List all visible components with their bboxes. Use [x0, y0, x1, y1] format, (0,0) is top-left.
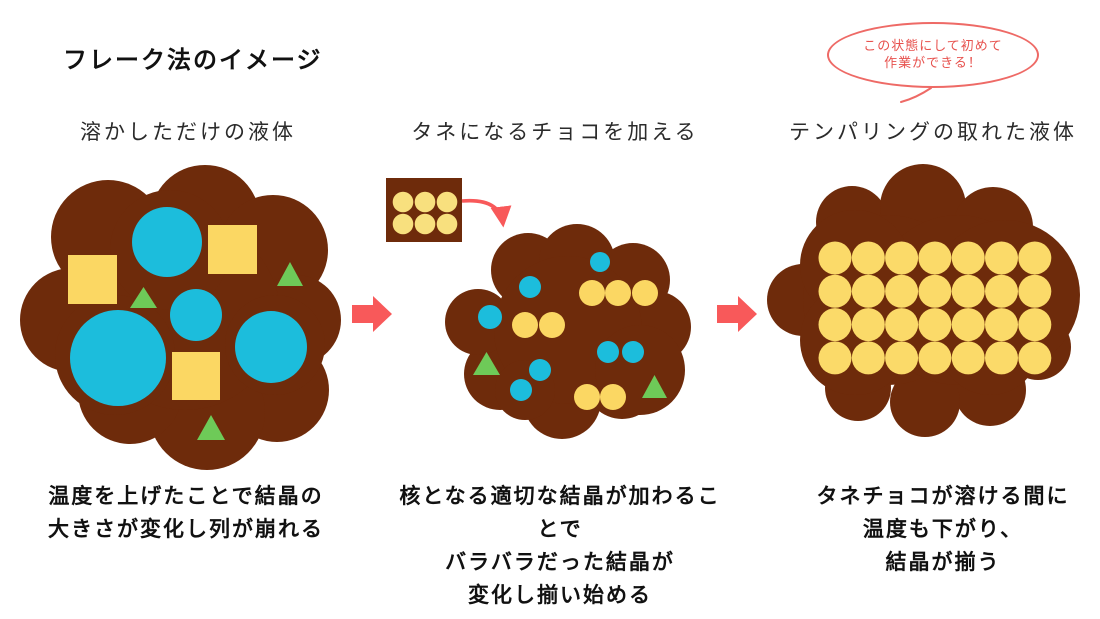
- seed-crystal-circle: [392, 191, 414, 213]
- unstable-crystal-circle: [170, 289, 222, 341]
- pour-arrow: [461, 198, 512, 228]
- stable-crystal-circle: [574, 384, 600, 410]
- aligned-crystal-circle: [918, 241, 952, 275]
- unstable-crystal-circle: [132, 207, 202, 277]
- melted-liquid-blob: [20, 165, 341, 470]
- flow-arrow: [352, 296, 392, 332]
- step3-header: テンパリングの取れた液体: [789, 120, 1077, 144]
- cloud-lobe: [890, 367, 960, 437]
- aligned-crystal-circle: [885, 341, 919, 375]
- unstable-crystal-circle: [510, 379, 532, 401]
- aligned-crystal-circle: [851, 274, 885, 308]
- seeded-liquid-blob: [445, 224, 691, 439]
- aligned-crystal-circle: [851, 241, 885, 275]
- stable-crystal-circle: [579, 280, 605, 306]
- aligned-crystal-circle: [985, 241, 1018, 275]
- seed-crystal-circle: [392, 213, 414, 235]
- seed-crystal-circle: [414, 213, 436, 235]
- aligned-crystal-circle: [818, 241, 852, 275]
- aligned-crystal-circle: [1018, 308, 1052, 342]
- crystal-triangle: [473, 352, 500, 375]
- aligned-crystal-circle: [985, 274, 1018, 308]
- aligned-crystal-circle: [818, 341, 852, 375]
- stable-crystal-circle: [605, 280, 631, 306]
- aligned-crystal-circle: [851, 308, 885, 342]
- aligned-crystal-circle: [885, 308, 919, 342]
- unstable-crystal-circle: [590, 252, 610, 272]
- stable-crystal-circle: [539, 312, 565, 338]
- unstable-crystal-circle: [597, 341, 619, 363]
- seed-crystal-circle: [436, 191, 458, 213]
- aligned-crystal-circle: [951, 274, 985, 308]
- aligned-crystal-circle: [1018, 341, 1052, 375]
- crystal-triangle: [130, 287, 157, 308]
- seed-crystal-circle: [414, 191, 436, 213]
- aligned-crystal-circle: [885, 274, 919, 308]
- unstable-crystal-circle: [519, 276, 541, 298]
- seed-crystal-circle: [436, 213, 458, 235]
- aligned-crystal-circle: [951, 241, 985, 275]
- crystal-square: [208, 225, 257, 274]
- step1-header: 溶かしただけの液体: [80, 120, 296, 144]
- stable-crystal-circle: [512, 312, 538, 338]
- aligned-crystal-circle: [918, 308, 952, 342]
- unstable-crystal-circle: [529, 359, 551, 381]
- aligned-crystal-circle: [951, 308, 985, 342]
- page-title: フレーク法のイメージ: [63, 46, 323, 74]
- aligned-crystal-circle: [851, 341, 885, 375]
- speech-bubble-tail: [900, 87, 932, 103]
- unstable-crystal-circle: [70, 310, 166, 406]
- aligned-crystal-circle: [818, 308, 852, 342]
- stable-crystal-circle: [600, 384, 626, 410]
- aligned-crystal-circle: [1018, 274, 1052, 308]
- seed-chocolate-box: [386, 178, 462, 242]
- aligned-crystal-circle: [918, 274, 952, 308]
- flow-arrow: [717, 296, 757, 332]
- step2-header: タネになるチョコを加える: [411, 120, 699, 144]
- step3-caption: タネチョコが溶ける間に 温度も下がり、 結晶が揃う: [816, 484, 1070, 574]
- tempered-liquid-blob: [767, 164, 1080, 437]
- speech-bubble: この状態にして初めて 作業ができる！: [827, 22, 1039, 88]
- crystal-triangle: [642, 375, 667, 398]
- aligned-crystal-circle: [918, 341, 952, 375]
- crystal-triangle: [277, 262, 303, 286]
- aligned-crystal-circle: [818, 274, 852, 308]
- crystal-square: [172, 352, 220, 400]
- unstable-crystal-circle: [478, 305, 502, 329]
- aligned-crystal-circle: [1018, 241, 1052, 275]
- crystal-triangle: [197, 415, 225, 440]
- aligned-crystal-circle: [951, 341, 985, 375]
- stable-crystal-circle: [632, 280, 658, 306]
- unstable-crystal-circle: [235, 311, 307, 383]
- aligned-crystal-circle: [985, 308, 1018, 342]
- aligned-crystal-circle: [885, 241, 919, 275]
- aligned-crystal-circle: [985, 341, 1018, 375]
- unstable-crystal-circle: [622, 341, 644, 363]
- step1-caption: 温度を上げたことで結晶の 大きさが変化し列が崩れる: [48, 484, 324, 541]
- step2-caption: 核となる適切な結晶が加わることで バラバラだった結晶が 変化し揃い始める: [399, 484, 721, 607]
- crystal-square: [68, 255, 117, 304]
